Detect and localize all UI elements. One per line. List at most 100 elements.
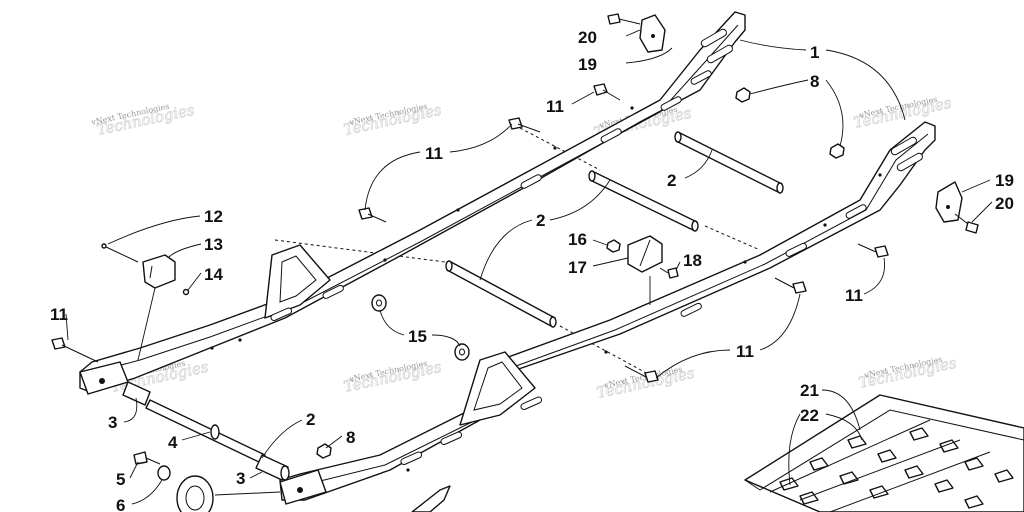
track-cleat — [939, 439, 959, 453]
callout-20: 20 — [995, 194, 1014, 213]
rail-edge — [299, 133, 929, 487]
shaft-end — [691, 220, 699, 232]
callout-2: 2 — [667, 171, 676, 190]
rail-front-tip — [279, 469, 327, 505]
leader-5 — [129, 461, 139, 479]
track-cleat — [839, 471, 859, 485]
rail-slot — [322, 284, 344, 299]
leader-8 — [825, 79, 844, 147]
bolt-11 — [508, 117, 523, 130]
shaft-end — [445, 260, 453, 272]
nut-8 — [829, 143, 845, 159]
front-axle-shaft — [145, 399, 266, 464]
wheel-axis-line — [214, 491, 281, 496]
rear-brackets — [607, 13, 979, 234]
leader-12 — [107, 215, 201, 245]
front-wheel-hub — [185, 485, 205, 511]
rail-slot — [845, 204, 867, 219]
bolt-shank — [602, 89, 621, 101]
rail-hole — [630, 106, 634, 110]
bolt-18-shank — [659, 267, 669, 274]
callout-11: 11 — [425, 144, 443, 163]
bolt-11 — [51, 337, 66, 350]
rail-hole — [823, 223, 827, 227]
leader-11 — [571, 91, 595, 105]
rail-slot — [890, 136, 917, 156]
callout-21: 21 — [800, 381, 819, 400]
rail-hole — [383, 258, 387, 262]
leader-22 — [825, 413, 863, 441]
rail-slot — [700, 28, 727, 48]
shaft-end — [549, 316, 557, 328]
bumper-left — [101, 243, 190, 296]
rail-hole — [604, 350, 608, 354]
rail-hole — [297, 487, 303, 493]
bolt-shank — [61, 344, 99, 363]
front-wheel — [176, 475, 214, 512]
bolt-shank — [774, 277, 795, 289]
callout-1: 1 — [810, 43, 819, 62]
bolt-20-right-shank — [954, 213, 969, 225]
rail-slot — [400, 451, 423, 466]
callout-19: 19 — [578, 55, 597, 74]
rail-slot — [270, 307, 293, 322]
pin-12 — [103, 245, 139, 263]
axle-collar — [210, 424, 220, 440]
cross-shafts — [274, 127, 784, 376]
washer-15 — [454, 343, 470, 361]
rail-slot — [706, 44, 733, 64]
washer-hole — [459, 348, 465, 356]
left-rail — [79, 11, 746, 395]
callout-2: 2 — [536, 211, 545, 230]
leader-17 — [592, 257, 629, 267]
rail-hole — [238, 338, 242, 342]
washer-15 — [371, 294, 387, 312]
rail-slot — [440, 431, 463, 446]
right-rail — [279, 121, 936, 505]
track-section — [744, 394, 1024, 512]
spacer-end — [280, 465, 290, 481]
callout-18: 18 — [683, 251, 702, 270]
rail-slot — [690, 70, 712, 85]
callout-15: 15 — [408, 327, 427, 346]
callout-11: 11 — [50, 305, 68, 324]
leader-11 — [449, 123, 513, 153]
leader-3 — [123, 397, 138, 423]
washers-15 — [371, 294, 470, 361]
track-cleat — [877, 449, 897, 463]
leader-2 — [684, 149, 713, 179]
callout-6: 6 — [116, 496, 125, 512]
shaft-end — [776, 182, 784, 194]
leader-lines — [65, 29, 993, 505]
track-lug-lines — [769, 419, 991, 512]
callout-5: 5 — [116, 470, 125, 489]
axis-line — [274, 239, 651, 376]
bolt-20-right-head — [965, 221, 979, 234]
leader-11 — [364, 151, 421, 211]
leader-1 — [739, 39, 807, 51]
callout-16: 16 — [568, 230, 587, 249]
bumper-slot — [149, 265, 153, 279]
bolt-11 — [644, 370, 659, 383]
track-cleat — [934, 479, 954, 493]
leader-15 — [431, 334, 461, 347]
callout-20: 20 — [578, 28, 597, 47]
axle-spacer — [122, 381, 151, 406]
bolt-shank — [857, 243, 877, 253]
rail-hole — [456, 208, 460, 212]
leader-14 — [187, 272, 202, 291]
bracket-hole — [946, 205, 950, 209]
leader-8 — [325, 435, 343, 449]
washer-hole — [376, 299, 382, 307]
rail-slot — [520, 396, 543, 411]
shaft-end — [674, 131, 682, 143]
leader-18 — [675, 261, 681, 271]
leader-11 — [863, 257, 886, 295]
nut-14 — [182, 288, 190, 296]
callout-19: 19 — [995, 171, 1014, 190]
rail-hole — [210, 346, 214, 350]
leader-21 — [821, 389, 861, 431]
bolt-shank — [517, 123, 541, 133]
rail-hole — [743, 260, 747, 264]
